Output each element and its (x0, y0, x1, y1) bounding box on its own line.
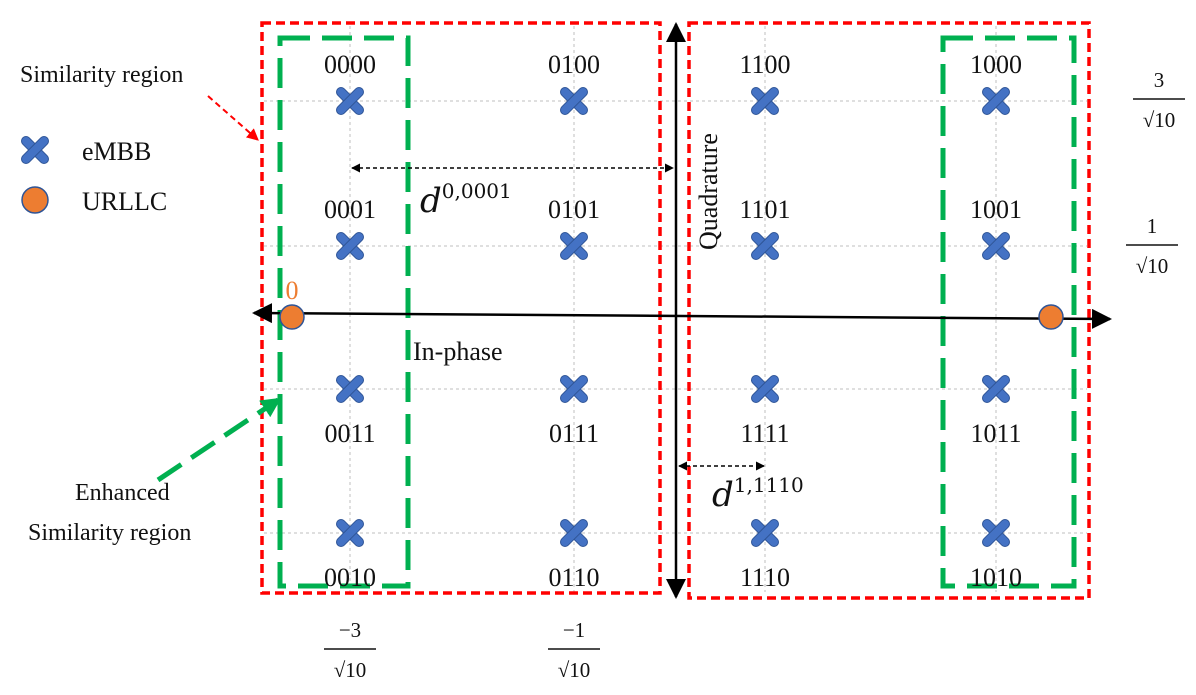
embb-point-marker-icon (560, 375, 588, 403)
point-label: 0100 (548, 50, 600, 79)
point-label: 0110 (548, 563, 599, 592)
tick-denominator: √10 (1143, 108, 1176, 132)
legend: eMBB URLLC (21, 136, 167, 216)
embb-point-marker-icon (751, 519, 779, 547)
axes (252, 21, 1112, 599)
tick-numerator: 3 (1154, 68, 1165, 92)
point-label: 1010 (970, 563, 1022, 592)
point-label: 0000 (324, 50, 376, 79)
in-phase-axis (252, 303, 1112, 329)
embb-point-marker-icon (751, 232, 779, 260)
legend-embb-marker-icon (21, 136, 49, 164)
embb-point-marker-icon (982, 519, 1010, 547)
point-label: 0001 (324, 195, 376, 224)
tick-denominator: √10 (334, 658, 367, 682)
enhanced-region-label-line2: Similarity region (28, 520, 191, 546)
point-label: 1000 (970, 50, 1022, 79)
quadrature-label: Quadrature (694, 133, 723, 250)
tick-numerator: −1 (563, 618, 585, 642)
distance-arrows: d0,0001 d1,1110 (351, 163, 804, 515)
embb-point-marker-icon (336, 375, 364, 403)
distance-label-1-1110: d1,1110 (712, 473, 804, 515)
point-label: 1100 (739, 50, 790, 79)
embb-point-marker-icon (982, 375, 1010, 403)
point-label: 1001 (970, 195, 1022, 224)
point-label: 0111 (549, 419, 599, 448)
annotations: Similarity region Enhanced Similarity re… (20, 62, 282, 546)
embb-point-marker-icon (336, 232, 364, 260)
legend-embb-cross (21, 136, 49, 164)
point-label: 1011 (970, 419, 1021, 448)
enhanced-region-label-line1: Enhanced (75, 480, 170, 506)
legend-urllc-label: URLLC (82, 187, 167, 216)
x-tick: −3 √10 (324, 618, 376, 682)
similarity-region-arrow (207, 95, 259, 141)
tick-denominator: √10 (1136, 254, 1169, 278)
similarity-region-label: Similarity region (20, 62, 183, 88)
in-phase-label: In-phase (413, 337, 503, 366)
similarity-region-left (260, 21, 662, 595)
legend-embb-label: eMBB (82, 137, 151, 166)
similarity-region-right (687, 21, 1091, 600)
y-tick: 3 √10 (1133, 68, 1185, 132)
embb-point-marker-icon (560, 519, 588, 547)
urllc-point-marker (279, 304, 305, 330)
tick-denominator: √10 (558, 658, 591, 682)
x-tick: −1 √10 (548, 618, 600, 682)
distance-label-0-0001: d0,0001 (420, 179, 512, 221)
urllc-point-marker (1038, 304, 1064, 330)
point-label: 0101 (548, 195, 600, 224)
point-label: 0011 (324, 419, 375, 448)
embb-point-marker-icon (560, 232, 588, 260)
embb-point-marker-icon (560, 87, 588, 115)
enhanced-region-arrow (156, 397, 282, 483)
urllc-point-label: 0 (286, 276, 299, 305)
legend-urllc-marker-icon (21, 186, 49, 214)
point-label: 1110 (740, 563, 790, 592)
tick-numerator: −3 (339, 618, 361, 642)
y-tick: 1 √10 (1126, 214, 1178, 278)
embb-points: 0000 0100 1100 1000 0001 0101 1101 1001 0011 0111… (324, 50, 1022, 592)
embb-point-marker-icon (982, 232, 1010, 260)
embb-point-marker-icon (336, 519, 364, 547)
axis-ticks: −3 √10 −1 √10 3 √10 1 √10 (324, 68, 1185, 682)
embb-point-marker-icon (751, 375, 779, 403)
point-label: 0010 (324, 563, 376, 592)
point-label: 1101 (739, 195, 790, 224)
urllc-points: 0 (279, 276, 1064, 330)
embb-point-marker-icon (336, 87, 364, 115)
point-label: 1111 (740, 419, 789, 448)
embb-point-marker-icon (751, 87, 779, 115)
embb-point-marker-icon (982, 87, 1010, 115)
tick-numerator: 1 (1147, 214, 1158, 238)
